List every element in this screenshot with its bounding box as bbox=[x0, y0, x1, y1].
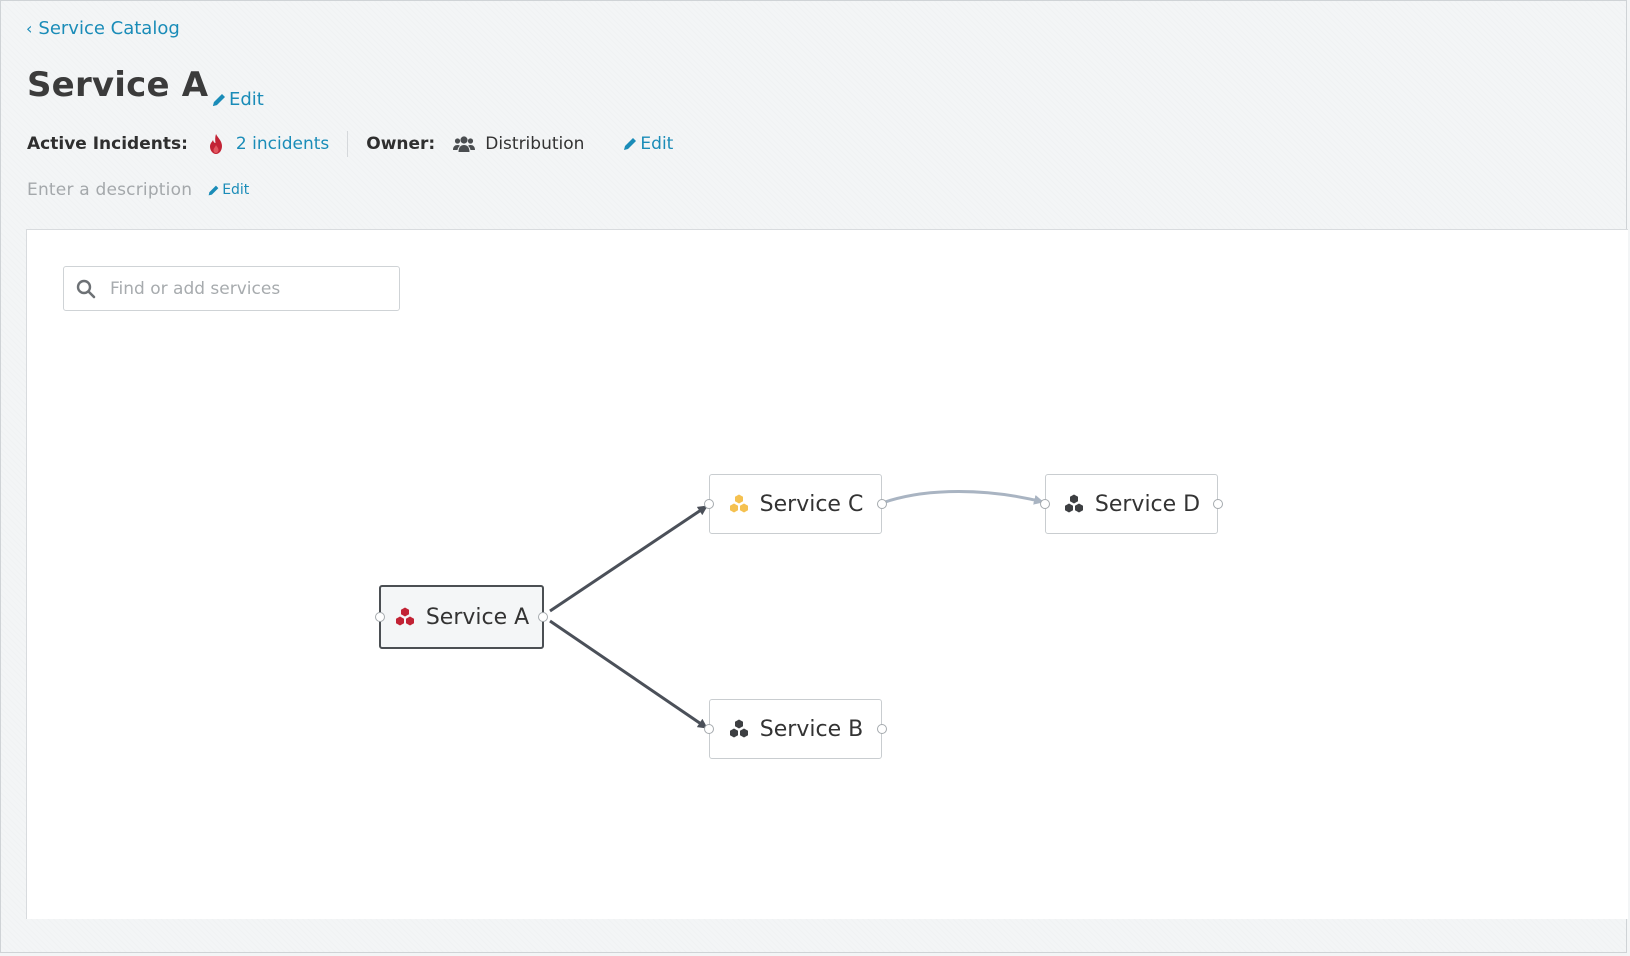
description-placeholder[interactable]: Enter a description bbox=[27, 180, 193, 200]
owner-label: Owner: bbox=[366, 134, 436, 154]
node-service-a[interactable]: Service A bbox=[375, 585, 548, 649]
node-service-d[interactable]: Service D bbox=[1040, 474, 1223, 534]
description-row: Enter a description Edit bbox=[27, 179, 249, 201]
service-hexagons-icon bbox=[729, 494, 748, 513]
node-label: Service A bbox=[425, 604, 530, 630]
pencil-icon bbox=[624, 138, 637, 150]
search-icon bbox=[76, 279, 96, 298]
node-label: Service B bbox=[759, 716, 864, 742]
meta-row: Active Incidents: 2 incidents Owner: Dis… bbox=[27, 131, 673, 157]
edge-a-to-b[interactable] bbox=[549, 619, 708, 730]
page-title: Service A bbox=[27, 65, 209, 105]
description-edit-button[interactable]: Edit bbox=[207, 182, 249, 198]
output-port[interactable] bbox=[877, 499, 887, 509]
title-edit-button[interactable]: Edit bbox=[211, 89, 264, 110]
pencil-icon bbox=[213, 93, 225, 106]
service-hexagons-icon bbox=[1064, 494, 1083, 513]
graph-edges bbox=[549, 490, 1044, 730]
output-port[interactable] bbox=[877, 724, 887, 734]
output-port[interactable] bbox=[538, 612, 548, 622]
input-port[interactable] bbox=[704, 724, 714, 734]
owner-edit-label[interactable]: Edit bbox=[640, 134, 674, 154]
fire-icon bbox=[209, 134, 222, 154]
pencil-icon bbox=[208, 185, 219, 195]
breadcrumb-service-catalog[interactable]: Service Catalog bbox=[38, 18, 180, 39]
divider bbox=[347, 131, 349, 157]
node-label: Service D bbox=[1094, 491, 1201, 517]
input-port[interactable] bbox=[1040, 499, 1050, 509]
owner-edit-button[interactable]: Edit bbox=[622, 134, 673, 154]
search-input[interactable] bbox=[108, 277, 372, 300]
service-hexagons-icon bbox=[395, 607, 414, 626]
service-hexagons-icon bbox=[729, 719, 748, 738]
edge-a-to-c[interactable] bbox=[549, 504, 708, 613]
incidents-link[interactable]: 2 incidents bbox=[235, 134, 330, 154]
title-edit-label[interactable]: Edit bbox=[229, 89, 264, 110]
dependency-graph-canvas[interactable]: Service A Service C bbox=[26, 229, 1628, 919]
chevron-left-icon: ‹ bbox=[26, 18, 33, 38]
edge-c-to-d[interactable] bbox=[884, 490, 1044, 505]
search-box[interactable] bbox=[63, 266, 400, 311]
output-port[interactable] bbox=[1213, 499, 1223, 509]
users-icon bbox=[453, 136, 476, 152]
breadcrumb[interactable]: ‹ Service Catalog bbox=[26, 18, 180, 39]
owner-value: Distribution bbox=[485, 134, 585, 154]
input-port[interactable] bbox=[704, 499, 714, 509]
input-port[interactable] bbox=[375, 612, 385, 622]
description-edit-label[interactable]: Edit bbox=[222, 182, 250, 198]
node-label: Service C bbox=[759, 491, 864, 517]
node-service-c[interactable]: Service C bbox=[704, 474, 887, 534]
node-service-b[interactable]: Service B bbox=[704, 699, 887, 759]
active-incidents-label: Active Incidents: bbox=[27, 134, 188, 154]
